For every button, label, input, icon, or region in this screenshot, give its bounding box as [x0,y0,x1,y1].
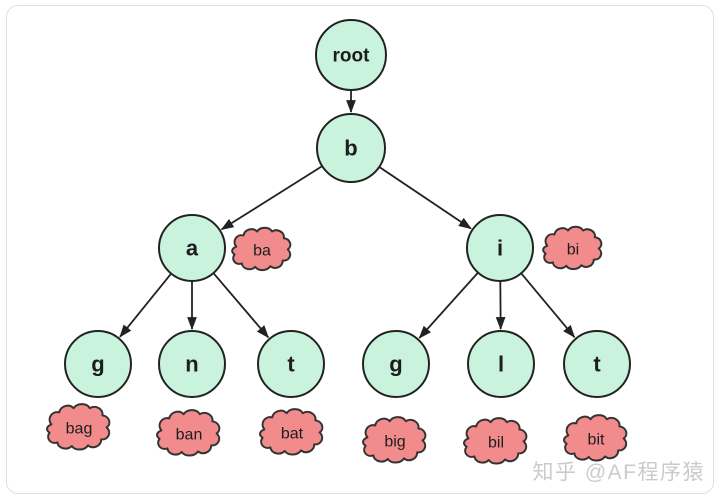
node-label: t [593,352,601,377]
node-circle [158,330,226,398]
node-circle [316,113,386,183]
node-root: root [315,19,387,91]
cloud-shape [46,403,111,451]
edge-a-a_g [119,273,172,338]
node-a_t: t [257,330,325,398]
node-a_g: g [64,330,132,398]
cloud-bat: bat [259,408,324,456]
cloud-label: ban [176,427,203,444]
node-circle [315,19,387,91]
node-label: i [497,236,503,261]
cloud-shape [259,408,324,456]
node-a: a [158,214,226,282]
node-circle [467,330,535,398]
cloud-shape [156,409,221,457]
node-b: b [316,113,386,183]
cloud-label: bi [567,242,579,259]
node-circle [362,330,430,398]
node-i_g: g [362,330,430,398]
node-i_l: l [467,330,535,398]
cloud-label: bag [66,421,93,438]
node-label: a [186,236,199,261]
cloud-ban: ban [156,409,221,457]
cloud-label: ba [253,243,271,260]
edge-a-a_t [212,272,270,339]
node-circle [158,214,226,282]
cloud-ba: ba [231,226,292,272]
node-i_t: t [563,330,631,398]
node-a_n: n [158,330,226,398]
watermark: 知乎 @AF程序猿 [532,461,705,484]
cloud-bit: bit [563,414,628,462]
node-label: n [185,352,198,377]
cloud-label: bit [588,432,605,449]
edge-b-i [378,166,472,230]
node-circle [257,330,325,398]
cloud-shape [563,414,628,462]
cloud-shape [542,225,603,271]
edges-layer [119,90,576,339]
cloud-bil: bil [463,417,528,465]
node-i: i [466,214,534,282]
cloud-label: bat [281,426,304,443]
node-label: g [389,352,402,377]
cloud-big: big [362,416,427,464]
cloud-shape [362,416,427,464]
cloud-bag: bag [46,403,111,451]
edge-b-a [220,165,323,231]
edge-i-i_t [520,272,576,339]
node-circle [64,330,132,398]
clouds-layer: ba bi bag ban bat big bil bit [46,225,628,465]
node-label: root [333,46,371,67]
edge-i-i_g [418,271,479,339]
node-label: g [91,352,104,377]
cloud-label: bil [488,435,504,452]
node-label: t [287,352,295,377]
cloud-shape [463,417,528,465]
cloud-label: big [384,434,405,451]
node-label: l [498,352,504,377]
cloud-shape [231,226,292,272]
cloud-bi: bi [542,225,603,271]
node-circle [563,330,631,398]
node-circle [466,214,534,282]
node-label: b [344,136,357,161]
